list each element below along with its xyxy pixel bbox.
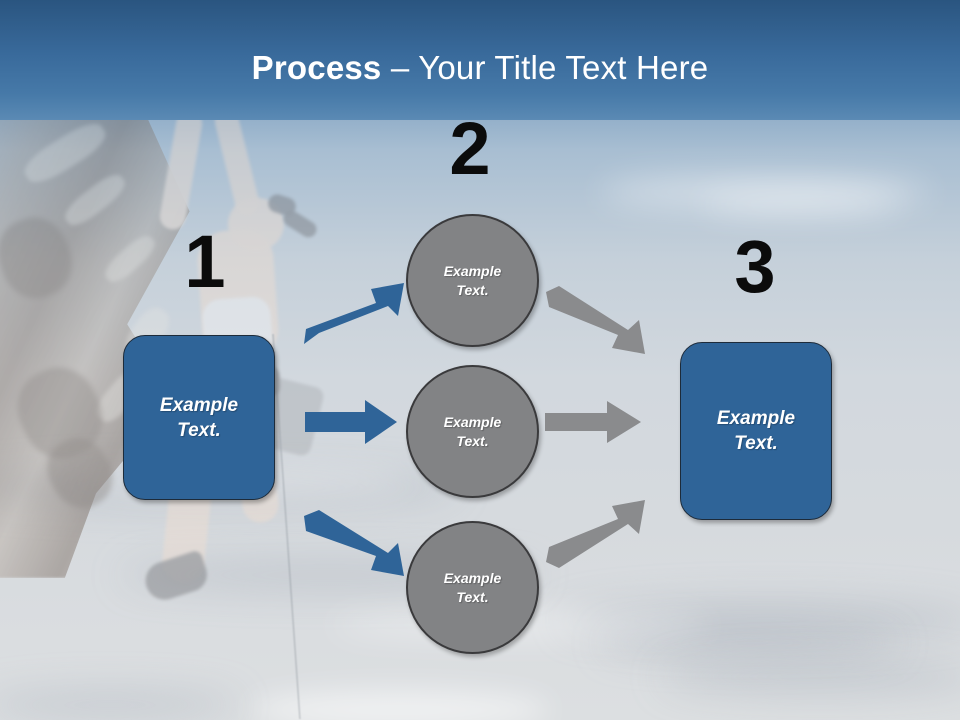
end-node-line1: Example bbox=[716, 408, 796, 429]
page-title-bold: Process bbox=[251, 49, 382, 86]
step-number-3: 3 bbox=[734, 225, 776, 308]
cloud bbox=[600, 175, 930, 209]
step-number-2: 2 bbox=[449, 107, 491, 190]
connector-arrow-blue-up-right bbox=[300, 272, 410, 352]
cloud bbox=[0, 690, 240, 720]
cloud bbox=[600, 630, 900, 656]
connector-arrow-blue-down-right bbox=[300, 508, 410, 588]
climber-head bbox=[228, 198, 284, 250]
page-title-separator: – bbox=[381, 49, 419, 86]
connector-arrow-gray-right bbox=[545, 398, 645, 448]
cloud bbox=[700, 192, 900, 214]
page-title: Process – Your Title Text Here bbox=[0, 50, 960, 86]
connector-arrow-blue-right bbox=[305, 398, 401, 448]
middle-node-1-line2: Text. bbox=[456, 281, 489, 298]
connector-arrow-gray-down-right bbox=[543, 286, 653, 366]
climber-ponytail bbox=[280, 207, 320, 241]
middle-node-2-line2: Text. bbox=[456, 432, 489, 449]
middle-node-1-line1: Example bbox=[443, 262, 502, 279]
cloud bbox=[660, 660, 960, 694]
page-title-rest: Your Title Text Here bbox=[418, 49, 709, 86]
start-node-line1: Example bbox=[159, 394, 239, 416]
middle-node-3-line1: Example bbox=[443, 569, 502, 586]
climber-shoe bbox=[140, 549, 212, 605]
connector-arrow-gray-up-right bbox=[543, 500, 653, 580]
cloud bbox=[560, 600, 960, 640]
cloud bbox=[250, 690, 550, 720]
step-number-1: 1 bbox=[184, 220, 226, 303]
middle-node-3-line2: Text. bbox=[456, 588, 489, 605]
start-node-line2: Text. bbox=[177, 419, 221, 441]
title-bar: Process – Your Title Text Here bbox=[0, 0, 960, 120]
middle-node-2-line1: Example bbox=[443, 413, 502, 430]
end-node-line2: Text. bbox=[734, 433, 778, 454]
